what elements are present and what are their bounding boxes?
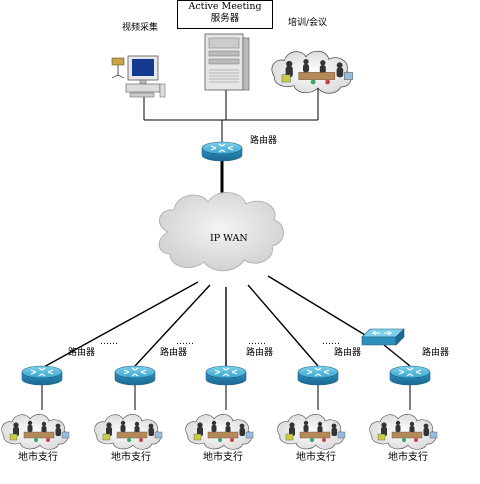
link-branch-4 bbox=[247, 284, 319, 367]
server-label-box: Active Meeting 服务器 bbox=[177, 0, 273, 29]
branch-meeting-icon bbox=[277, 413, 346, 450]
core-router-label: 路由器 bbox=[250, 136, 278, 146]
branch-router-label: 路由器 bbox=[160, 348, 188, 358]
server-role: 服务器 bbox=[210, 13, 240, 24]
branch-router-label: 路由器 bbox=[246, 348, 274, 358]
branch-router-icon bbox=[297, 365, 339, 386]
branch-label: 地市支行 bbox=[296, 452, 336, 463]
branch-label: 地市支行 bbox=[388, 452, 428, 463]
branch-meeting-icon bbox=[94, 413, 163, 450]
ip-wan-cloud bbox=[158, 192, 284, 272]
video-capture-label: 视频采集 bbox=[122, 23, 159, 33]
branch-router-icon bbox=[389, 365, 431, 386]
server-icon bbox=[204, 33, 250, 91]
link-branch-2 bbox=[134, 284, 211, 367]
branch-label: 地市支行 bbox=[111, 452, 151, 463]
branch-meeting-icon bbox=[185, 413, 254, 450]
training-label: 培训/会议 bbox=[288, 18, 328, 28]
ellipsis: …… bbox=[176, 337, 194, 347]
branch-router-label: 路由器 bbox=[422, 348, 450, 358]
switch-to-router-5 bbox=[383, 344, 411, 367]
branch-router-icon bbox=[21, 365, 63, 386]
branch-label: 地市支行 bbox=[203, 452, 243, 463]
ellipsis: …… bbox=[100, 337, 118, 347]
ellipsis: …… bbox=[248, 337, 266, 347]
switch-icon bbox=[361, 328, 405, 346]
branch-router-label: 路由器 bbox=[334, 348, 362, 358]
ellipsis: …… bbox=[322, 337, 340, 347]
training-meeting-icon bbox=[271, 50, 354, 94]
branch-router-label: 路由器 bbox=[68, 348, 96, 358]
branch-meeting-icon bbox=[369, 413, 438, 450]
branch-label: 地市支行 bbox=[18, 452, 58, 463]
branch-router-icon bbox=[114, 365, 156, 386]
link-switch bbox=[267, 275, 371, 339]
wan-label: IP WAN bbox=[210, 233, 248, 244]
branch-router-icon bbox=[205, 365, 247, 386]
video-capture-icon bbox=[111, 55, 166, 98]
link-branch-1 bbox=[41, 281, 199, 369]
server-name: Active Meeting bbox=[188, 1, 262, 12]
core-router-icon bbox=[201, 141, 243, 162]
branch-meeting-icon bbox=[1, 413, 70, 450]
